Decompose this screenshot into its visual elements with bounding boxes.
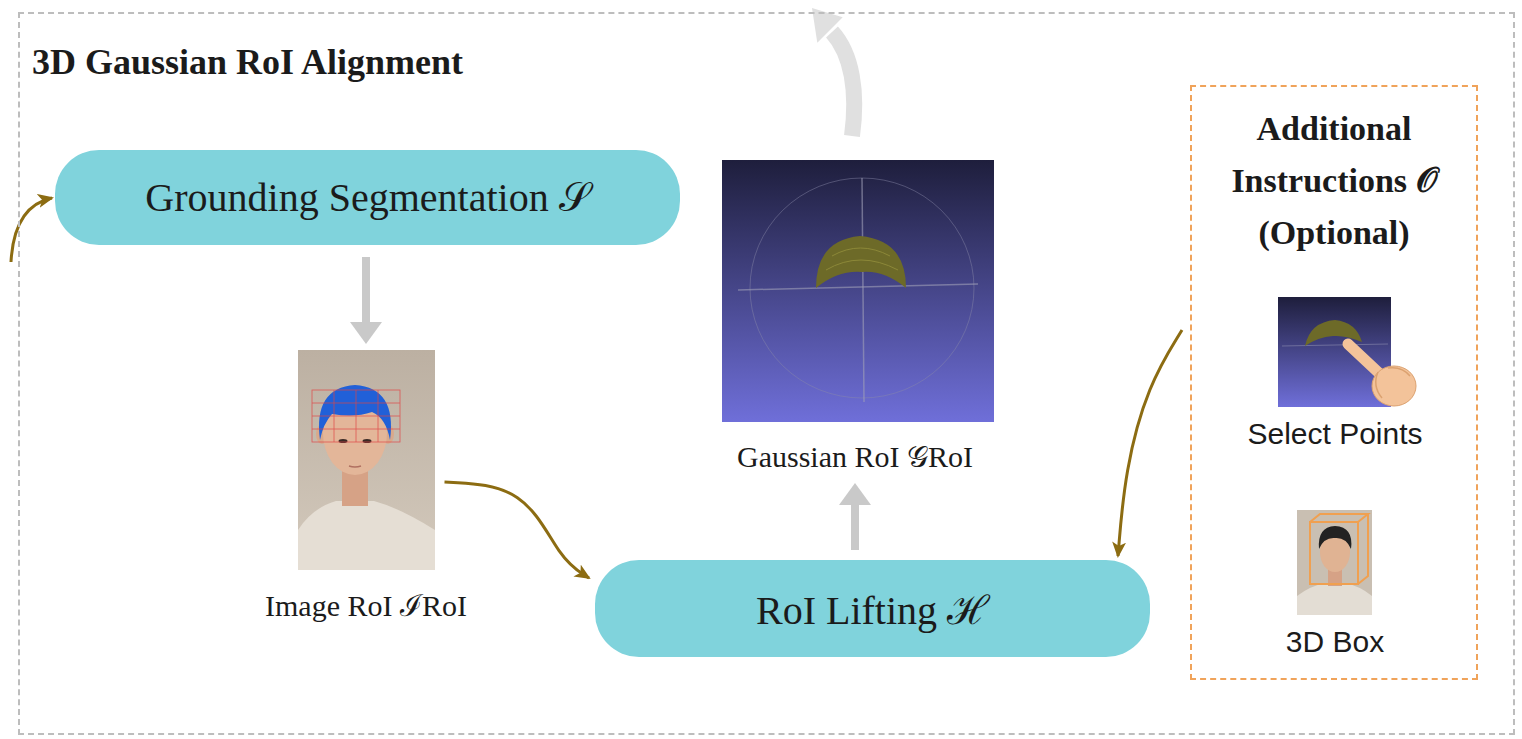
- outgoing-arrow: [812, 8, 854, 136]
- select-points-icon-part: [1376, 368, 1410, 398]
- person-photo-part-part: [356, 390, 357, 442]
- person-photo-part-part: [378, 390, 379, 442]
- select-points-icon-part: [1282, 344, 1388, 346]
- figure-slot: [1298, 510, 1373, 615]
- gaussian-plot-part: [862, 178, 864, 402]
- select-points-icon: [1278, 297, 1416, 407]
- select-points-icon-part: [1372, 366, 1416, 406]
- flow-arrow: [362, 257, 370, 322]
- person-photo-part: [298, 501, 435, 570]
- box-photo-part-part: [1358, 514, 1368, 584]
- figure-caption: Image RoI ℐRoI: [265, 584, 467, 625]
- flow-arrow: [851, 505, 859, 550]
- instruction-arrow: [445, 482, 590, 578]
- panel-title: 3D Gaussian RoI Alignment: [32, 42, 1522, 83]
- process-label: RoI Lifting ℋ: [756, 581, 989, 636]
- gaussian-plot-part: [816, 236, 906, 288]
- process-label: Grounding Segmentation 𝒮: [145, 174, 589, 221]
- person-photo-part-part: [312, 390, 400, 442]
- box-photo-part: [1310, 514, 1368, 584]
- person-photo-part: [298, 350, 435, 570]
- option-item: 3D Box: [1200, 510, 1470, 659]
- process-box: Grounding Segmentation 𝒮: [55, 150, 680, 245]
- figure-slot: [719, 160, 991, 422]
- person-photo-part: [312, 390, 400, 442]
- process-box: RoI Lifting ℋ: [595, 560, 1150, 657]
- figure-slot: [298, 350, 435, 570]
- box-photo: [1297, 510, 1372, 615]
- image-figure: Image RoI ℐRoI: [260, 350, 472, 625]
- box-photo-part-part: [1310, 514, 1368, 522]
- person-photo-part-part: [334, 390, 335, 442]
- person-photo-part: [349, 466, 361, 467]
- box-photo-part: [1297, 583, 1372, 615]
- figure-slot: [1279, 297, 1392, 407]
- gaussian-plot-part: [738, 284, 978, 290]
- gaussian-plot-part: [722, 160, 994, 422]
- person-photo: [298, 350, 435, 570]
- figure-caption: Gaussian RoI 𝒢RoI: [737, 440, 973, 475]
- option-caption: Select Points: [1247, 417, 1422, 451]
- instruction-arrow: [1118, 330, 1182, 556]
- person-photo-part: [319, 385, 391, 440]
- box-photo-part: [1319, 526, 1352, 549]
- option-item: Select Points: [1200, 297, 1470, 451]
- option-caption: 3D Box: [1286, 625, 1384, 659]
- gaussian-plot: [722, 160, 994, 422]
- select-points-icon-part: [1348, 344, 1380, 374]
- box-photo-part: [1297, 510, 1372, 615]
- box-photo-part-part: [1310, 522, 1358, 584]
- panel-frame: 3D Gaussian RoI AlignmentGrounding Segme…: [18, 12, 1515, 735]
- panel-heading: Additional Instructions 𝒪 (Optional): [1202, 103, 1466, 259]
- image-figure: Gaussian RoI 𝒢RoI: [690, 160, 1020, 475]
- gaussian-plot-part: [826, 248, 898, 270]
- option-panel: Additional Instructions 𝒪 (Optional) Sele…: [1190, 85, 1478, 680]
- outgoing-arrow-part: [832, 32, 854, 136]
